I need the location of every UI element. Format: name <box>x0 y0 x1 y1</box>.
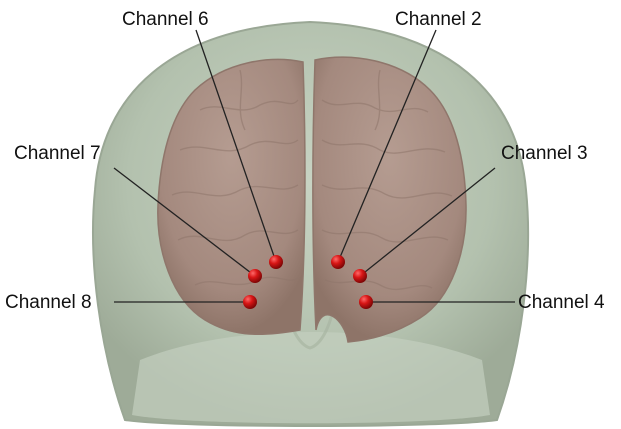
label-channel-3: Channel 3 <box>501 144 588 163</box>
label-channel-2: Channel 2 <box>395 10 482 29</box>
electrode-channel-4 <box>359 295 373 309</box>
electrode-channel-7 <box>248 269 262 283</box>
label-channel-4: Channel 4 <box>518 293 605 312</box>
label-channel-7: Channel 7 <box>14 144 101 163</box>
electrode-channel-3 <box>353 269 367 283</box>
electrode-channel-2 <box>331 255 345 269</box>
electrode-channel-6 <box>269 255 283 269</box>
electrode-channel-8 <box>243 295 257 309</box>
label-channel-8: Channel 8 <box>5 293 92 312</box>
label-channel-6: Channel 6 <box>122 10 209 29</box>
